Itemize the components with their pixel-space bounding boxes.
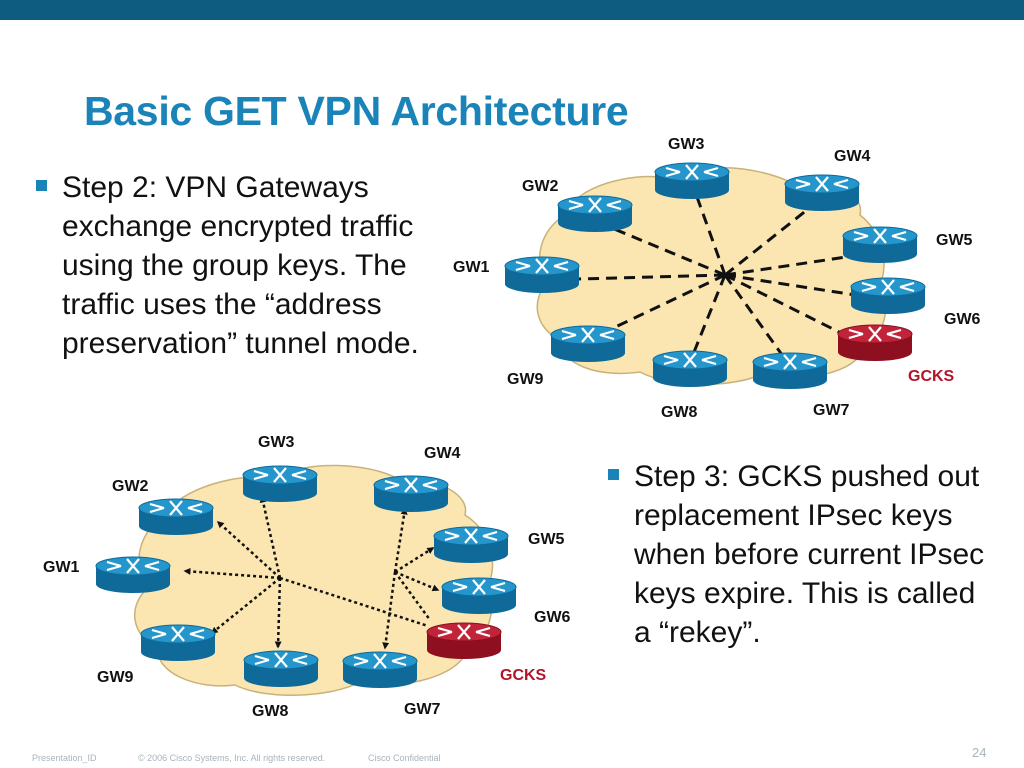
- bottom-label-gw8: GW8: [252, 703, 289, 720]
- router-gw8-icon: [242, 649, 320, 689]
- top-label-gw9: GW9: [507, 371, 544, 388]
- bullet-step-2-text: Step 2: VPN Gateways exchange encrypted …: [62, 171, 419, 360]
- router-gw9-icon: [549, 324, 627, 364]
- router-gw6-icon: [440, 576, 518, 616]
- router-gw3-icon: [241, 464, 319, 504]
- router-gw5-icon: [841, 225, 919, 265]
- top-label-gw6: GW6: [944, 311, 981, 328]
- bottom-label-gw1: GW1: [43, 559, 80, 576]
- top-label-gw1: GW1: [453, 259, 490, 276]
- top-label-gw4: GW4: [834, 148, 871, 165]
- bullet-step-3-text: Step 3: GCKS pushed out replacement IPse…: [634, 460, 985, 649]
- bottom-label-gw3: GW3: [258, 434, 295, 451]
- top-bar: [0, 0, 1024, 20]
- router-gw1-icon: [94, 555, 172, 595]
- router-gw8-icon: [651, 349, 729, 389]
- bottom-label-gw2: GW2: [112, 478, 149, 495]
- footer-copyright: © 2006 Cisco Systems, Inc. All rights re…: [138, 753, 326, 763]
- top-label-gw2: GW2: [522, 178, 559, 195]
- router-gw6-icon: [849, 276, 927, 316]
- bottom-label-gw9: GW9: [97, 669, 134, 686]
- top-label-gw8: GW8: [661, 404, 698, 421]
- bullet-square-icon: [608, 469, 619, 480]
- bottom-label-gw6: GW6: [534, 609, 571, 626]
- top-diagram: GW3 GW4 GW2 GW5 GW1 GW6 GCKS GW9 GW7 GW8: [453, 136, 981, 421]
- router-gw1-icon: [503, 255, 581, 295]
- bullet-square-icon: [36, 180, 47, 191]
- top-label-gw7: GW7: [813, 402, 850, 419]
- bottom-diagram: GW3 GW4 GW2 GW5 GW1 GW6 GCKS GW9 GW7 GW8: [43, 434, 571, 720]
- page-number: 24: [972, 745, 987, 760]
- router-gcks-icon: [836, 323, 914, 363]
- bottom-connections: [183, 495, 440, 650]
- router-gw7-icon: [751, 351, 829, 391]
- footer-confidential: Cisco Confidential: [368, 753, 441, 763]
- bottom-label-gw5: GW5: [528, 531, 565, 548]
- bullet-step-2: Step 2: VPN Gateways exchange encrypted …: [36, 168, 436, 363]
- top-label-gcks: GCKS: [908, 368, 955, 385]
- top-label-gw5: GW5: [936, 232, 973, 249]
- router-gw3-icon: [653, 161, 731, 201]
- router-gw7-icon: [341, 650, 419, 690]
- bottom-label-gcks: GCKS: [500, 667, 547, 684]
- slide-title: Basic GET VPN Architecture: [84, 88, 629, 134]
- router-gw5-icon: [432, 525, 510, 565]
- bottom-label-gw7: GW7: [404, 701, 441, 718]
- bottom-label-gw4: GW4: [424, 445, 461, 462]
- router-gw4-icon: [783, 173, 861, 213]
- router-gw2-icon: [137, 497, 215, 537]
- router-gcks-icon: [425, 621, 503, 661]
- footer-presentation-id: Presentation_ID: [32, 753, 97, 763]
- router-gw4-icon: [372, 474, 450, 514]
- router-gw2-icon: [556, 194, 634, 234]
- bullet-step-3: Step 3: GCKS pushed out replacement IPse…: [608, 457, 998, 652]
- router-gw9-icon: [139, 623, 217, 663]
- top-label-gw3: GW3: [668, 136, 705, 153]
